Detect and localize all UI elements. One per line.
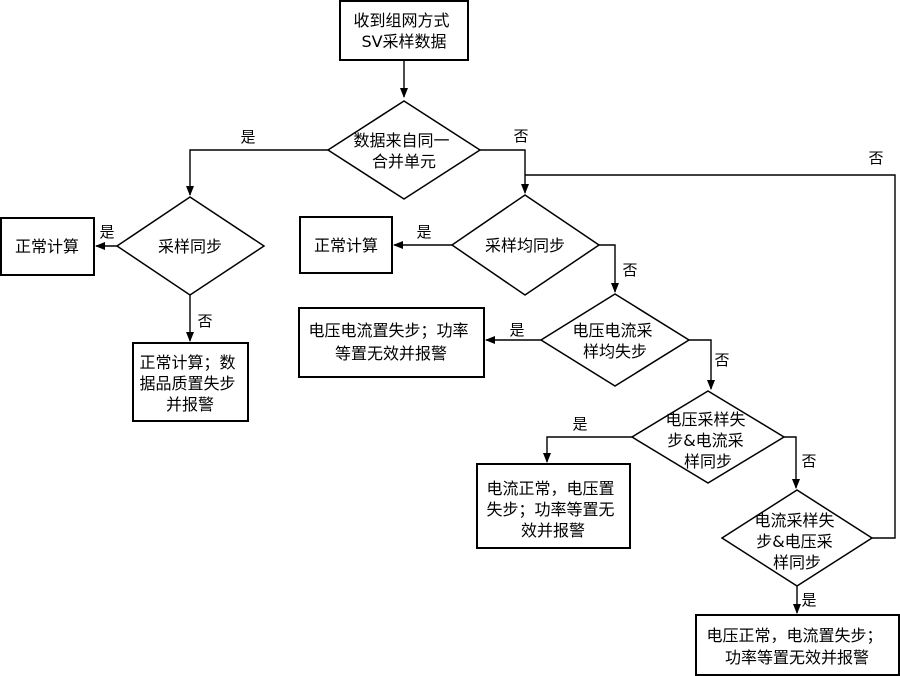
svg-text:电压电流采 样均失步: 电压电流采 样均失步 — [572, 321, 657, 361]
arrow-all-sync-no — [599, 244, 619, 293]
start-box: 收到组网方式 SV采样数据 — [339, 0, 469, 61]
decision-v-unsync: 电压采样失 步&电流采 样同步 — [630, 390, 786, 484]
svg-text:电流正常，电压置 失步；功率等置无: 电流正常，电压置 失步；功率等置无 效并报警 — [486, 479, 619, 540]
result-normal-left: 正常计算 — [0, 217, 95, 276]
decision-all-sync: 采样均同步 — [450, 194, 601, 296]
decision-sync-left: 采样同步 — [115, 196, 266, 296]
arrow-same-unit-yes — [186, 149, 328, 196]
svg-text:数据来自同一 合并单元: 数据来自同一 合并单元 — [353, 131, 454, 171]
connectors — [95, 60, 896, 614]
label-no: 否 — [513, 127, 528, 145]
label-yes: 是 — [99, 223, 114, 241]
svg-text:采样同步: 采样同步 — [158, 237, 222, 256]
result-normal-mid: 正常计算 — [299, 216, 393, 274]
result-v-unsync: 电流正常，电压置 失步；功率等置无 效并报警 — [476, 463, 631, 549]
label-no: 否 — [197, 312, 212, 330]
result-i-unsync: 电压正常，电流置失步； 功率等置无效并报警 — [695, 614, 900, 676]
arrow-same-unit-no — [480, 149, 529, 194]
arrow-vi-unsync-no — [689, 339, 715, 390]
label-no: 否 — [868, 149, 883, 167]
svg-text:电压采样失 步&电流采 样同步: 电压采样失 步&电流采 样同步 — [665, 410, 750, 471]
label-yes: 是 — [801, 591, 816, 609]
svg-text:正常计算；数 据品质置失步 并报警: 正常计算；数 据品质置失步 并报警 — [139, 353, 240, 414]
arrow-v-unsync-no — [784, 436, 800, 489]
svg-text:正常计算: 正常计算 — [15, 237, 79, 256]
result-vi-unsync: 电压电流置失步；功率 等置无效并报警 — [298, 307, 485, 378]
decision-vi-unsync: 电压电流采 样均失步 — [539, 293, 691, 387]
decision-same-unit: 数据来自同一 合并单元 — [326, 100, 482, 200]
svg-text:采样均同步: 采样均同步 — [485, 236, 565, 255]
result-quality-left: 正常计算；数 据品质置失步 并报警 — [132, 342, 249, 422]
label-yes: 是 — [416, 223, 431, 241]
label-no: 否 — [801, 452, 816, 470]
label-yes: 是 — [572, 415, 587, 433]
decision-i-unsync: 电流采样失 步&电压采 样同步 — [720, 489, 874, 587]
arrow-current-unsync-no-loop — [525, 174, 896, 539]
svg-text:正常计算: 正常计算 — [314, 236, 378, 255]
svg-text:电流采样失 步&电压采 样同步: 电流采样失 步&电压采 样同步 — [754, 511, 839, 572]
label-yes: 是 — [240, 128, 255, 146]
label-no: 否 — [622, 261, 637, 279]
svg-text:电压正常，电流置失步； 功率等置无效并报警: 电压正常，电流置失步； 功率等置无效并报警 — [706, 626, 887, 667]
svg-text:电压电流置失步；功率 等置无效并报警: 电压电流置失步；功率 等置无效并报警 — [308, 321, 473, 363]
label-yes: 是 — [509, 321, 524, 339]
label-no: 否 — [714, 351, 729, 369]
branch-labels: 是 否 否 是 否 是 否 是 否 是 否 是 — [99, 127, 883, 609]
arrow-v-unsync-yes — [543, 436, 632, 463]
start-text: 收到组网方式 SV采样数据 — [353, 11, 454, 51]
